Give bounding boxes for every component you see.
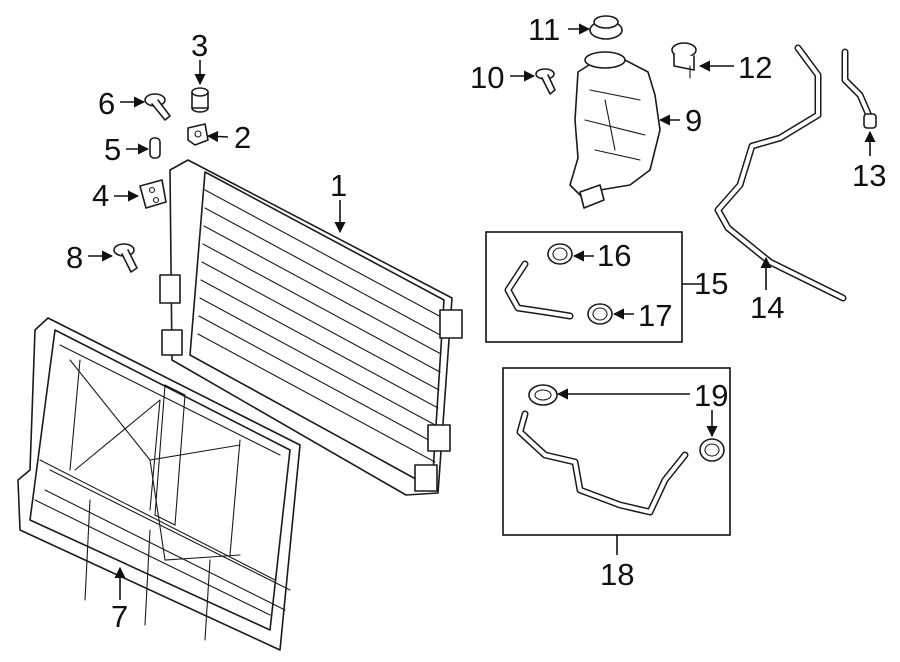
hose-clamp-part-19a (528, 384, 558, 406)
callout-4: 4 (92, 178, 109, 213)
callout-3: 3 (191, 28, 208, 63)
bolt-part-8 (113, 243, 138, 273)
callout-16: 16 (597, 238, 631, 273)
callout-6: 6 (98, 86, 115, 121)
sensor-part-12 (671, 42, 697, 79)
callout-7: 7 (111, 599, 128, 634)
callout-19: 19 (694, 378, 728, 413)
reservoir-cap-part-11 (589, 15, 623, 40)
vent-hose-part (841, 48, 877, 129)
callout-10: 10 (470, 60, 504, 95)
bracket-part-2 (187, 123, 209, 146)
bolt-part-6 (144, 93, 171, 121)
bushing-part-3 (191, 87, 209, 113)
callout-1: 1 (330, 168, 347, 203)
coolant-reservoir-part (569, 51, 661, 209)
callout-15: 15 (694, 266, 728, 301)
coolant-hose-part-15 (504, 260, 574, 320)
leader-lines (88, 23, 876, 600)
callout-11: 11 (528, 12, 560, 47)
callout-2: 2 (234, 120, 251, 155)
callout-9: 9 (685, 103, 702, 138)
mount-bracket-part-4 (139, 179, 167, 209)
overflow-hose-part (714, 44, 847, 302)
radiator-part (159, 159, 463, 496)
callout-labels: 1 2 3 4 5 6 7 8 9 10 11 12 13 14 15 16 1… (66, 12, 886, 634)
callout-8: 8 (66, 240, 83, 275)
fan-shroud-part (17, 317, 301, 651)
callout-17: 17 (638, 298, 672, 333)
callout-5: 5 (104, 132, 121, 167)
callout-13: 13 (852, 158, 886, 193)
hose-clamp-part-16 (547, 243, 573, 265)
hose-clamp-part-19b (699, 438, 725, 462)
callout-18: 18 (600, 557, 634, 592)
hose-kit-box-15 (485, 231, 683, 343)
callout-14: 14 (750, 290, 784, 325)
callout-12: 12 (738, 50, 772, 85)
bolt-part-10 (535, 68, 556, 95)
pin-part-5 (149, 137, 161, 159)
hose-clamp-part-17 (587, 303, 613, 325)
coolant-hose-part-18 (516, 410, 689, 516)
